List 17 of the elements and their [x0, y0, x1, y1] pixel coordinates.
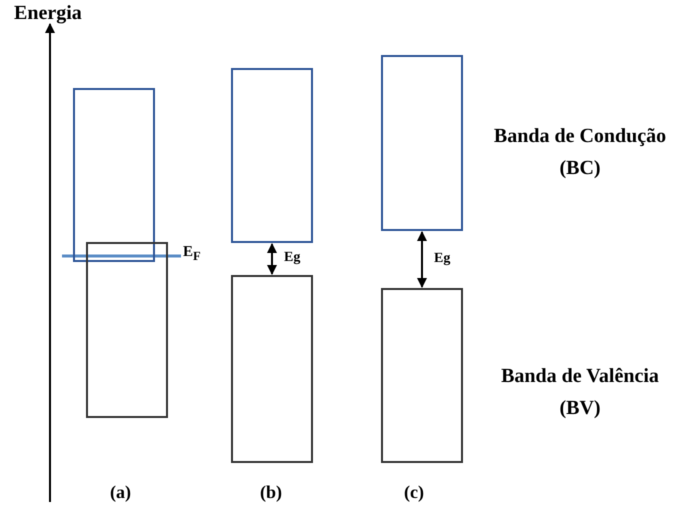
band-gap-arrow	[417, 231, 427, 288]
conduction-band-box	[73, 88, 155, 262]
valence-band-box	[381, 288, 463, 463]
edge-label: Eg	[434, 252, 450, 266]
panel-label: (b)	[260, 482, 282, 503]
band-gap-arrow	[267, 243, 277, 275]
edge-label: Eg	[284, 251, 300, 265]
conduction-band-box	[231, 68, 313, 243]
band-label: Banda de Valência (BV)	[500, 364, 660, 421]
band-label: Banda de Condução (BC)	[492, 124, 668, 181]
conduction-band-box	[381, 55, 463, 231]
panel-label: (a)	[110, 482, 131, 503]
axis-label: Energia	[14, 2, 82, 25]
fermi-level-label: E$_{F}$	[183, 244, 201, 264]
valence-band-box	[86, 242, 168, 418]
panel-label: (c)	[404, 482, 424, 503]
valence-band-box	[231, 275, 313, 463]
